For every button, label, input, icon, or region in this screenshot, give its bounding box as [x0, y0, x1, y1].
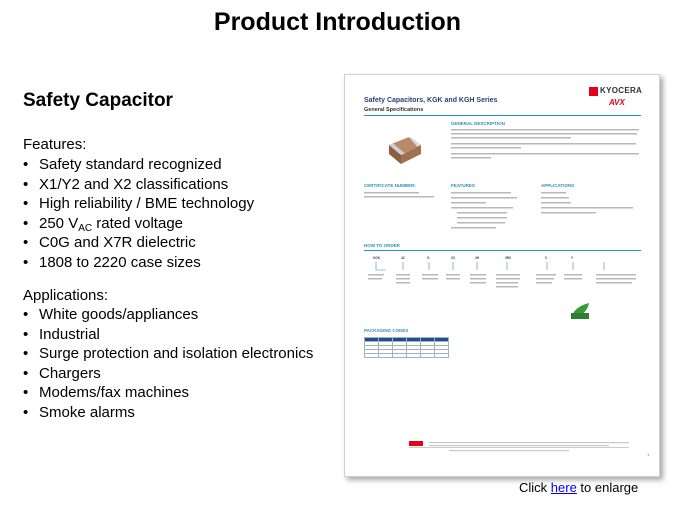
order-code-4: 3H: [475, 256, 480, 260]
order-code-1: 42: [401, 256, 405, 260]
order-code-6: C: [545, 256, 548, 260]
applications-heading: Applications:: [23, 287, 109, 304]
voltage-subscript: AC: [78, 222, 93, 234]
application-item: Modems/fax machines: [23, 383, 313, 403]
order-code-3: C0: [451, 256, 456, 260]
order-rule: [364, 250, 641, 251]
section-title: Safety Capacitor: [23, 90, 173, 111]
certificate-label: CERTIFICATE NUMBER:: [364, 183, 416, 188]
enlarge-link[interactable]: here: [550, 480, 577, 495]
features-label: FEATURES: [451, 183, 475, 188]
features-heading: Features:: [23, 136, 87, 153]
feature-item: High reliability / BME technology: [23, 194, 254, 214]
datasheet-title: Safety Capacitors, KGK and KGH Series: [364, 97, 498, 104]
header-rule: [364, 115, 641, 116]
order-code-0: KGK: [373, 256, 381, 260]
general-description-text: [451, 128, 641, 178]
page-title: Product Introduction: [213, 8, 462, 36]
voltage-suffix: rated voltage: [92, 214, 184, 232]
order-code-5: 3R0: [505, 256, 511, 260]
description-text-lines: [451, 129, 639, 159]
packaging-codes-label: PACKAGING CODES: [364, 328, 409, 333]
features-text-lines: [451, 192, 517, 229]
logo-sub: AVX: [609, 98, 625, 107]
kyocera-mark-icon: [589, 87, 598, 96]
capacitor-image: [389, 137, 421, 164]
feature-item: 1808 to 2220 case sizes: [23, 253, 254, 273]
page-number: 1: [647, 452, 650, 457]
voltage-prefix: 250 V: [39, 214, 79, 232]
click-prefix: Click: [519, 480, 551, 495]
feature-item: Safety standard recognized: [23, 155, 254, 175]
kyocera-avx-logo: KYOCERA AVX: [589, 85, 651, 115]
features-list: Safety standard recognized X1/Y2 and X2 …: [23, 155, 254, 272]
application-item: White goods/appliances: [23, 305, 313, 325]
application-item: Smoke alarms: [23, 403, 313, 423]
click-suffix: to enlarge: [576, 480, 639, 495]
general-description-label: GENERAL DESCRIPTION: [451, 121, 505, 126]
order-legend-lines: [368, 262, 636, 288]
how-to-order-label: HOW TO ORDER: [364, 243, 400, 248]
logo-text: KYOCERA: [600, 86, 643, 95]
applications-label: APPLICATIONS: [541, 183, 575, 188]
enlarge-caption: Click here to enlarge: [519, 480, 638, 495]
footer-rule: [409, 447, 629, 448]
applications-list: White goods/appliances Industrial Surge …: [23, 305, 313, 422]
feature-item: X1/Y2 and X2 classifications: [23, 175, 254, 195]
datasheet-thumbnail[interactable]: KYOCERA AVX Safety Capacitors, KGK and K…: [344, 74, 660, 477]
application-item: Industrial: [23, 325, 313, 345]
order-code-2: G: [427, 256, 430, 260]
applications-text-lines: [541, 192, 633, 214]
application-item: Chargers: [23, 364, 313, 384]
packaging-codes-table: [364, 337, 449, 358]
order-code-7: Y: [571, 256, 574, 260]
application-item: Surge protection and isolation electroni…: [23, 344, 313, 364]
datasheet-subtitle: General Specifications: [364, 107, 424, 113]
feature-item: C0G and X7R dielectric: [23, 233, 254, 253]
feature-item-voltage: 250 VAC rated voltage: [23, 214, 254, 234]
rohs-compliant-icon: [571, 303, 589, 319]
footer-text-lines: [409, 441, 629, 452]
certificate-text-lines: [364, 192, 434, 198]
